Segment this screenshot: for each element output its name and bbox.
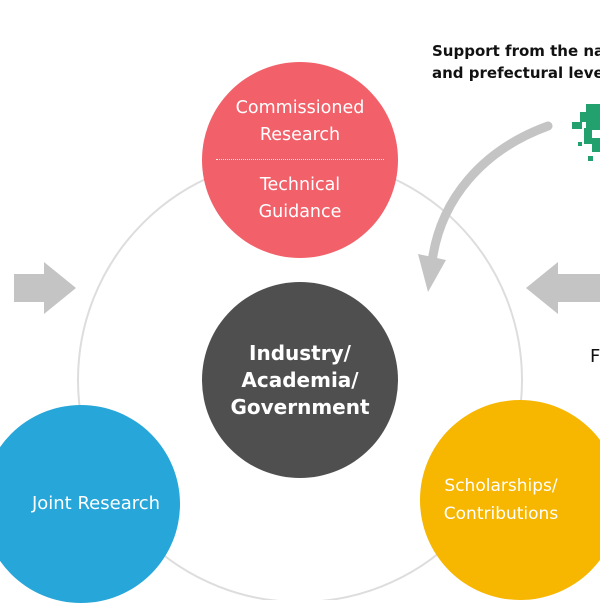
joint-research-node: Joint Research — [0, 405, 180, 603]
left-arrow-icon — [526, 262, 600, 314]
right-line-2: Contributions — [443, 504, 559, 524]
curved-arrow-icon — [418, 121, 553, 292]
top-line-3: Technical — [259, 174, 341, 195]
support-line-1: Support from the na — [432, 42, 600, 60]
top-line-2: Research — [259, 124, 341, 145]
center-line-1: Industry/ — [249, 340, 351, 365]
commissioned-research-node: Commissioned Research Technical Guidance — [202, 62, 398, 258]
top-line-1: Commissioned — [235, 97, 365, 118]
cropped-label: F — [590, 346, 600, 367]
right-line-1: Scholarships/ — [444, 476, 558, 496]
scholarships-contributions-node: Scholarships/ Contributions — [420, 400, 600, 600]
right-arrow-icon — [14, 262, 76, 314]
left-line-1: Joint Research — [31, 493, 161, 514]
dotted-divider — [216, 158, 384, 160]
center-line-2: Academia/ — [241, 367, 359, 392]
industry-academia-government-node: Industry/ Academia/ Government — [202, 282, 398, 478]
support-line-2: and prefectural leve — [432, 64, 600, 82]
japan-map-icon — [572, 104, 600, 161]
top-line-4: Guidance — [258, 201, 342, 222]
support-text: Support from the na and prefectural leve — [432, 40, 600, 84]
center-line-3: Government — [230, 394, 370, 419]
